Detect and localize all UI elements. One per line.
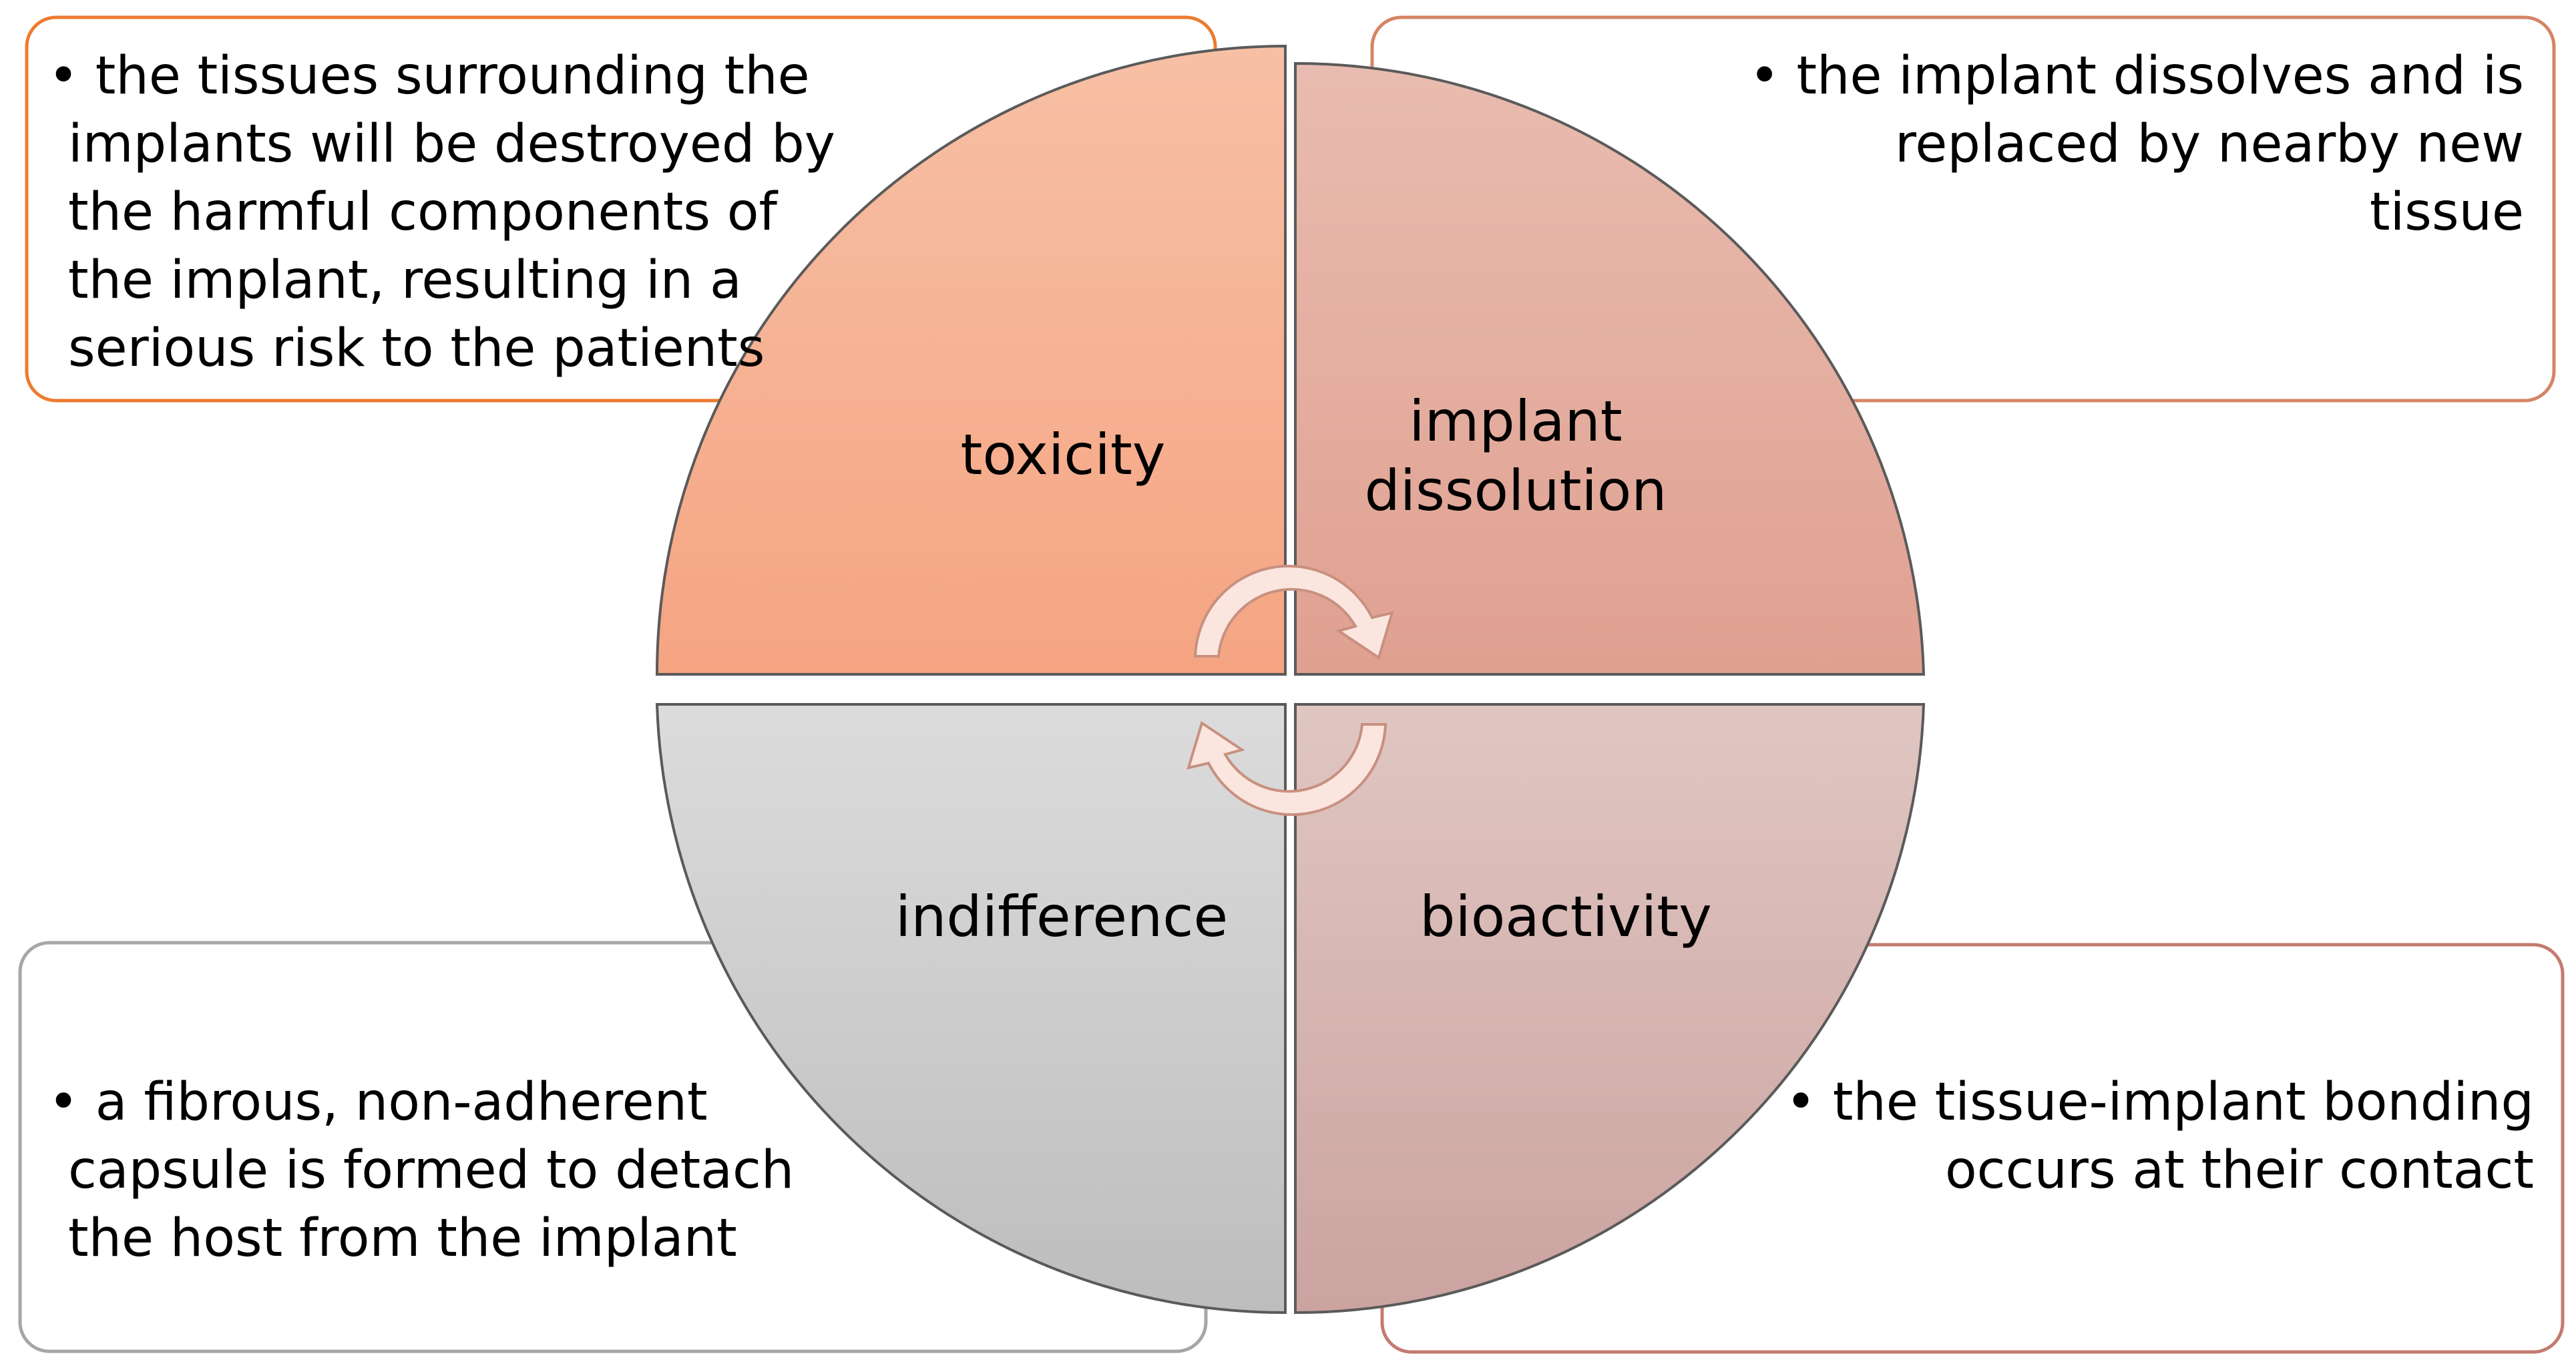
text-line: • the tissues surrounding the	[48, 46, 810, 106]
bioactivity-description: • the tissue-implant bonding occurs at th…	[1785, 1072, 2534, 1200]
text-line: replaced by nearby new	[1895, 114, 2524, 174]
text-line: capsule is formed to detach	[68, 1140, 794, 1200]
text-line: the implant, resulting in a	[68, 250, 742, 310]
text-line: serious risk to the patients	[68, 318, 765, 379]
text-line: • the tissue-implant bonding	[1785, 1072, 2534, 1132]
text-line: • a fibrous, non-adherent	[48, 1072, 708, 1132]
toxicity-quadrant	[655, 44, 1287, 676]
text-line: the host from the implant	[68, 1208, 737, 1269]
text-line: occurs at their contact	[1945, 1140, 2534, 1200]
text-line: • the implant dissolves and is	[1749, 46, 2524, 106]
text-line: indifference	[895, 884, 1228, 949]
text-line: dissolution	[1364, 458, 1667, 523]
text-line: toxicity	[961, 422, 1166, 487]
text-line: implants will be destroyed by	[68, 114, 835, 174]
dissolution-description: • the implant dissolves and is replaced b…	[1749, 46, 2524, 242]
text-line: implant	[1409, 389, 1622, 454]
text-line: the harmful components of	[68, 182, 778, 242]
indifference-description: • a fibrous, non-adherent capsule is form…	[48, 1072, 794, 1269]
cycle-arrow-bottom-icon	[1187, 720, 1387, 817]
indifference-quadrant	[655, 703, 1287, 1315]
cycle-arrow-top-icon	[1193, 564, 1394, 660]
text-line: bioactivity	[1420, 884, 1712, 949]
bioactivity-quadrant	[1294, 703, 1926, 1315]
bioactivity-label: bioactivity	[1420, 884, 1712, 949]
dissolution-quadrant	[1294, 61, 1926, 676]
indifference-label: indifference	[895, 884, 1228, 949]
text-line: tissue	[2370, 182, 2524, 242]
toxicity-description: • the tissues surrounding the implants wi…	[48, 46, 835, 379]
toxicity-label: toxicity	[961, 422, 1166, 487]
